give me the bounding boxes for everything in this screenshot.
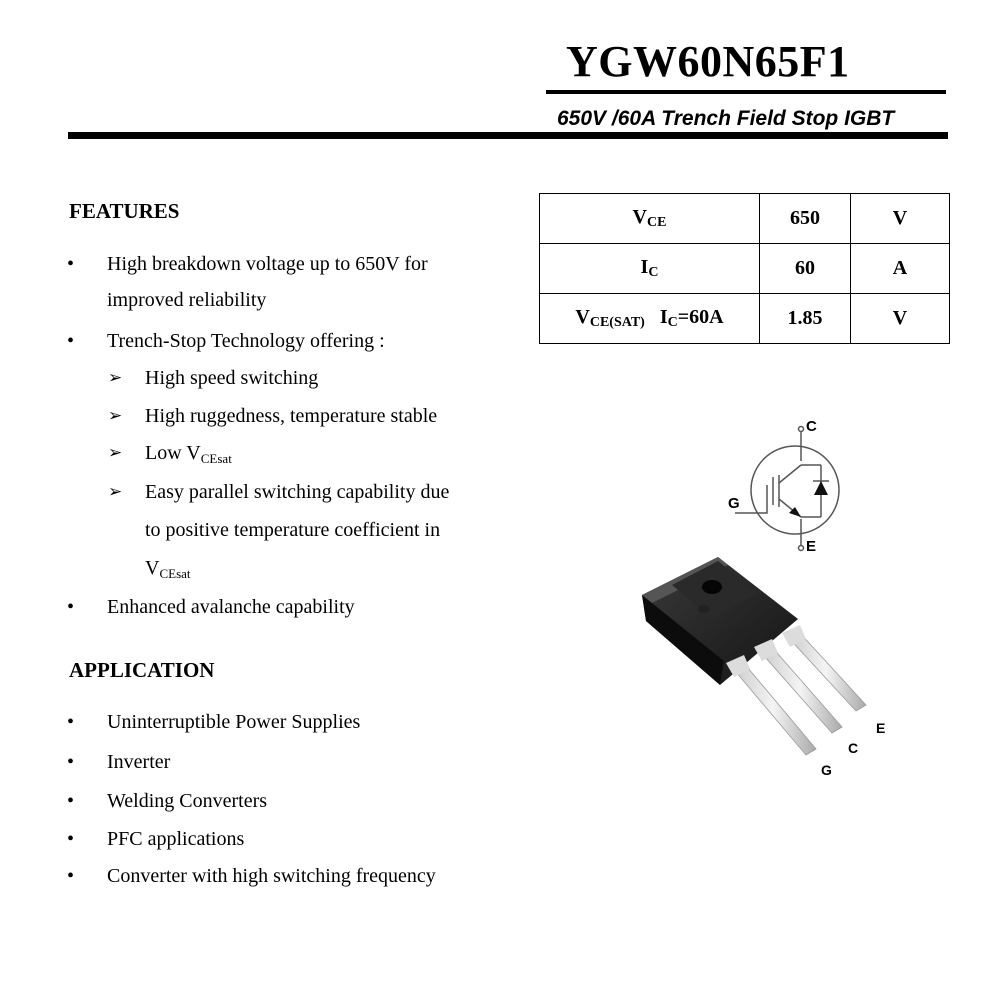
- bullet-icon: •: [67, 828, 75, 850]
- application-item: PFC applications: [107, 828, 245, 850]
- feature-item: Enhanced avalanche capability: [107, 596, 355, 618]
- arrow-bullet-icon: ➢: [108, 406, 123, 426]
- application-heading: APPLICATION: [69, 658, 215, 682]
- spec-row-vcesat: VCE(SAT) IC=60A 1.85 V: [539, 293, 950, 344]
- spec-param: VCE(SAT) IC=60A: [539, 293, 760, 344]
- to247-package-image: [642, 557, 867, 756]
- feature-item: High breakdown voltage up to 650V for: [107, 253, 428, 275]
- arrow-bullet-icon: ➢: [108, 482, 123, 502]
- feature-subitem: Low VCEsat: [145, 442, 232, 466]
- bullet-icon: •: [67, 865, 75, 887]
- package-pin-c-label: C: [848, 740, 859, 756]
- header-divider: [68, 132, 948, 139]
- gate-label: G: [728, 495, 740, 512]
- spec-row-ic: IC 60 A: [539, 243, 950, 294]
- arrow-bullet-icon: ➢: [108, 443, 123, 463]
- title-underline: [546, 90, 946, 94]
- application-item: Converter with high switching frequency: [107, 865, 436, 887]
- package-pin-g-label: G: [821, 762, 832, 778]
- spec-value: 1.85: [759, 293, 851, 344]
- bullet-icon: •: [67, 596, 75, 618]
- spec-unit: V: [850, 193, 950, 244]
- package-pin-e-label: E: [876, 720, 886, 736]
- spec-value: 650: [759, 193, 851, 244]
- bullet-icon: •: [67, 751, 75, 773]
- arrow-bullet-icon: ➢: [108, 368, 123, 388]
- feature-subitem: High speed switching: [145, 367, 319, 389]
- emitter-label: E: [806, 538, 817, 555]
- bullet-icon: •: [67, 711, 75, 733]
- key-spec-table: VCE 650 V IC 60 A VCE(SAT) IC=60A 1.85 V: [539, 193, 950, 344]
- feature-subitem-continued: VCEsat: [145, 557, 191, 581]
- application-item: Welding Converters: [107, 790, 268, 812]
- application-item: Inverter: [107, 751, 171, 773]
- spec-row-vce: VCE 650 V: [539, 193, 950, 244]
- application-item: Uninterruptible Power Supplies: [107, 711, 361, 733]
- feature-item: Trench-Stop Technology offering :: [107, 330, 385, 352]
- bullet-icon: •: [67, 790, 75, 812]
- feature-item-continued: improved reliability: [107, 289, 267, 311]
- part-number-title: YGW60N65F1: [566, 37, 850, 86]
- feature-subitem: High ruggedness, temperature stable: [145, 405, 438, 427]
- feature-subitem: Easy parallel switching capability due: [145, 481, 450, 503]
- spec-value: 60: [759, 243, 851, 294]
- bullet-icon: •: [67, 330, 75, 352]
- feature-subitem-continued: to positive temperature coefficient in: [145, 519, 441, 541]
- collector-label: C: [806, 418, 817, 435]
- spec-unit: A: [850, 243, 950, 294]
- spec-param: VCE: [539, 193, 760, 244]
- bullet-icon: •: [67, 253, 75, 275]
- features-heading: FEATURES: [69, 199, 180, 223]
- subtitle: 650V /60A Trench Field Stop IGBT: [557, 107, 895, 130]
- spec-param: IC: [539, 243, 760, 294]
- spec-unit: V: [850, 293, 950, 344]
- igbt-symbol-icon: [735, 425, 840, 552]
